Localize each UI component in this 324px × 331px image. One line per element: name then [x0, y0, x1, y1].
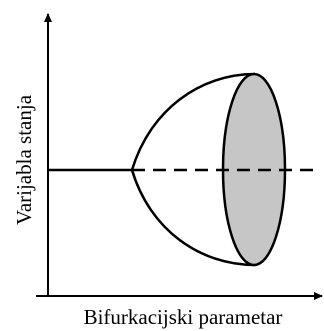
- limit-cycle-disk: [221, 72, 287, 267]
- x-axis-label: Bifurkacijski parametar: [84, 305, 283, 329]
- y-axis-label: Varijabla stanja: [12, 94, 36, 225]
